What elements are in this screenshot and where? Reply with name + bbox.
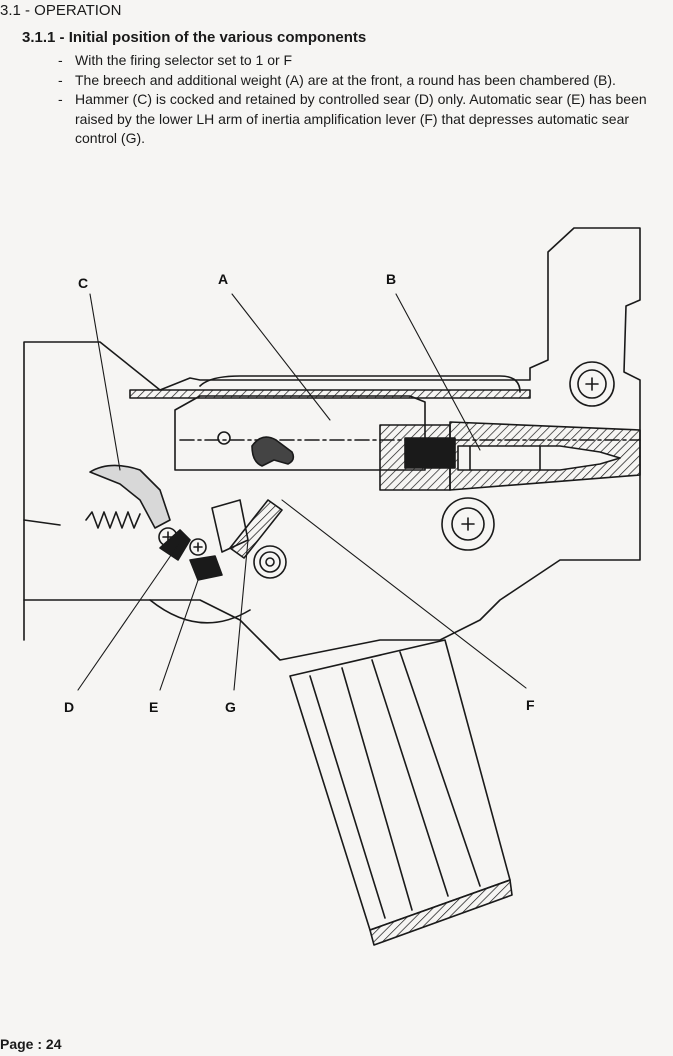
bullet-dash: - xyxy=(58,52,63,68)
rear-pin-ring-inner xyxy=(577,369,607,399)
receiver-pin-top xyxy=(217,431,231,445)
chambered-round xyxy=(457,445,621,471)
label-f: F xyxy=(526,697,535,713)
round-detail xyxy=(469,445,541,471)
section-title: 3.1 - OPERATION xyxy=(0,2,122,19)
leader-b xyxy=(395,293,481,451)
coil-outer xyxy=(253,545,287,579)
mid-pin-ring xyxy=(441,497,495,551)
automatic-sear xyxy=(189,555,223,581)
bullet-dash: - xyxy=(58,91,63,107)
leader-e xyxy=(159,559,206,691)
hammer xyxy=(89,464,171,529)
label-b: B xyxy=(386,271,396,287)
page-number: Page : 24 xyxy=(0,1036,62,1052)
bullet-item: -The breech and additional weight (A) ar… xyxy=(56,71,671,91)
label-d: D xyxy=(64,699,74,715)
leader-f xyxy=(281,499,527,689)
magazine-rib-4 xyxy=(399,651,481,887)
rear-pin-ring xyxy=(569,361,615,407)
magazine-base xyxy=(369,879,513,946)
leader-c xyxy=(89,293,121,471)
bullet-item: -With the firing selector set to 1 or F xyxy=(56,51,671,71)
leader-a xyxy=(231,293,331,421)
bullet-text: The breech and additional weight (A) are… xyxy=(75,71,616,88)
mid-pin-cross xyxy=(461,517,475,531)
subsection-title: 3.1.1 - Initial position of the various … xyxy=(22,29,367,46)
magazine-rib-1 xyxy=(309,675,386,919)
magazine-rib-2 xyxy=(341,667,413,911)
breech-bolt-face xyxy=(404,437,456,469)
bullet-item: -Hammer (C) is cocked and retained by co… xyxy=(56,90,671,149)
trigger-guard xyxy=(149,599,251,624)
magazine-rib-3 xyxy=(371,659,449,897)
mid-pin-ring-inner xyxy=(451,507,485,541)
bullet-list: -With the firing selector set to 1 or F … xyxy=(56,51,671,149)
receiver-inner-line xyxy=(23,519,61,641)
label-c: C xyxy=(78,275,88,291)
coil-inner xyxy=(265,557,275,567)
receiver-outline xyxy=(23,227,641,661)
coil-mid xyxy=(259,551,281,573)
inertia-lever xyxy=(229,499,283,559)
magazine xyxy=(289,639,511,931)
hammer-spring xyxy=(85,511,141,529)
top-rail xyxy=(129,389,531,399)
cocking-handle xyxy=(251,436,295,467)
bullet-text: Hammer (C) is cocked and retained by con… xyxy=(75,91,647,146)
sear-pin-e-cross xyxy=(193,542,203,552)
bullet-text: With the firing selector set to 1 or F xyxy=(75,52,293,68)
rear-pin-cross xyxy=(585,377,599,391)
controlled-sear xyxy=(159,529,191,561)
label-a: A xyxy=(218,271,228,287)
label-g: G xyxy=(225,699,236,715)
sear-pin-e xyxy=(189,538,207,556)
top-rail-cap xyxy=(199,375,521,393)
leader-d xyxy=(77,544,179,691)
leader-g xyxy=(233,539,249,691)
bullet-dash: - xyxy=(58,71,63,88)
label-e: E xyxy=(149,699,158,715)
